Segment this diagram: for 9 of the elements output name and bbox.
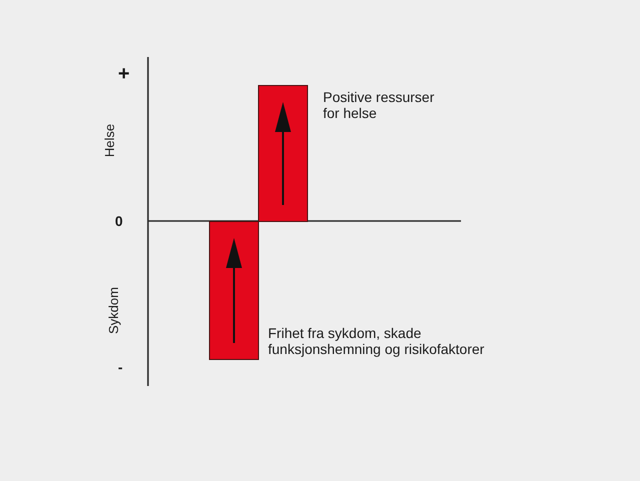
- bar-caption: Positive ressurser for helse: [323, 89, 436, 121]
- column-bar: [209, 221, 259, 360]
- column-bar: [258, 85, 308, 222]
- axis-tick-label: 0: [115, 214, 123, 228]
- axis-title: Sykdom: [105, 286, 120, 334]
- axis-title: Helse: [102, 123, 117, 157]
- axis-tick-label: +: [118, 64, 130, 84]
- axis-tick-label: -: [118, 360, 123, 374]
- bar-caption: Frihet fra sykdom, skade funksjonshemning og risikofaktorer: [268, 325, 486, 357]
